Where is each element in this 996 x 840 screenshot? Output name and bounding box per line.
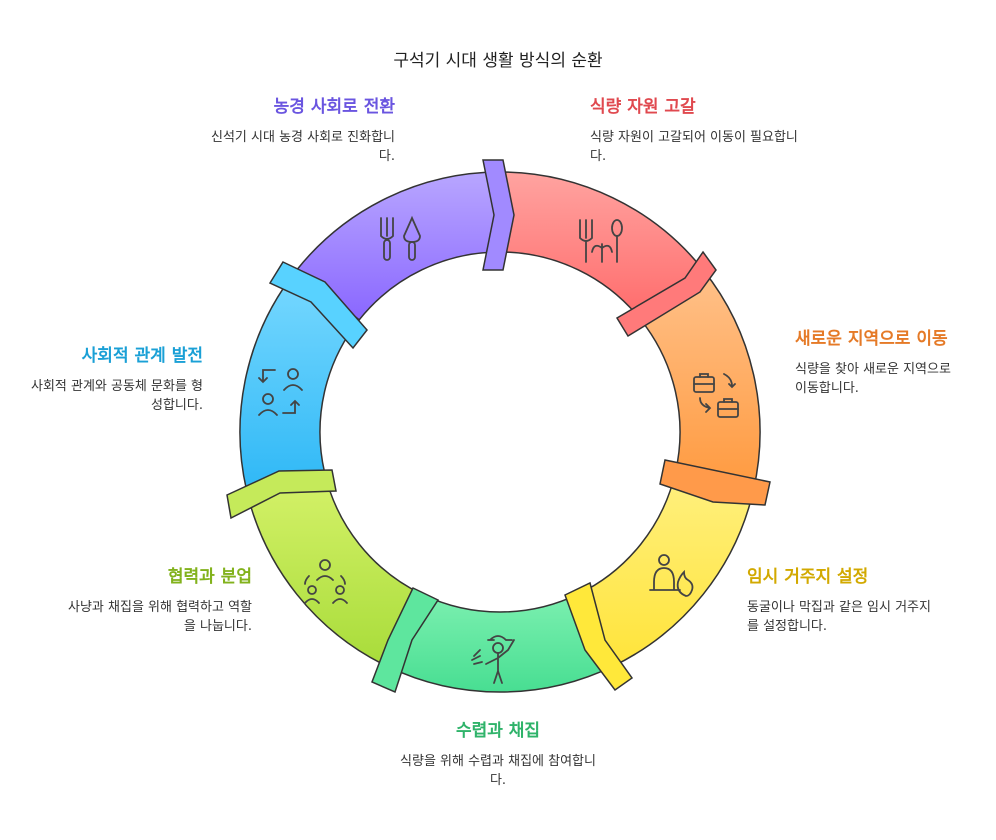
briefcase-swap-icon [693,373,739,418]
stage-heading: 농경 사회로 전환 [273,97,395,117]
stage-label-4: 수렵과 채집 식량을 위해 수렵과 채집에 참여합니다. [395,720,601,790]
stage-label-2: 새로운 지역으로 이동 식량을 찾아 새로운 지역으로 이동합니다. [795,328,955,398]
stage-description: 식량을 위해 수렵과 채집에 참여합니다. [400,754,596,788]
hunter-gatherer-icon [471,635,515,684]
connector-tab-top [482,159,515,271]
person-fire-icon [649,554,694,597]
stage-description: 신석기 시대 농경 사회로 진화합니다. [211,130,395,164]
stage-heading: 새로운 지역으로 이동 [795,329,948,349]
stage-heading: 협력과 분업 [167,567,252,587]
stage-description: 사냥과 채집을 위해 협력하고 역할을 나눕니다. [68,600,252,634]
connector-tab-lower-right [564,581,634,692]
team-cooperation-icon [304,559,348,604]
stage-heading: 임시 거주지 설정 [747,567,869,587]
stage-heading: 수렵과 채집 [455,721,541,741]
connector-tab-bottom-left [371,586,440,694]
stage-label-6: 사회적 관계 발전 사회적 관계와 공동체 문화를 형성합니다. [28,345,203,415]
stage-description: 동굴이나 막집과 같은 임시 거주지를 설정합니다. [747,600,931,634]
stage-label-7: 농경 사회로 전환 신석기 시대 농경 사회로 진화합니다. [200,96,395,166]
stage-description: 사회적 관계와 공동체 문화를 형성합니다. [30,379,203,413]
stage-label-1: 식량 자원 고갈 식량 자원이 고갈되어 이동이 필요합니다. [590,96,810,166]
diagram-title: 구석기 시대 생활 방식의 순환 [393,51,603,71]
people-exchange-icon [258,368,303,416]
stage-heading: 사회적 관계 발전 [81,346,203,366]
stage-label-3: 임시 거주지 설정 동굴이나 막집과 같은 임시 거주지를 설정합니다. [747,566,937,636]
stage-label-5: 협력과 분업 사냥과 채집을 위해 협력하고 역할을 나눕니다. [60,566,252,636]
fork-shovel-icon [380,215,421,261]
connector-tab-right [659,459,771,506]
stage-description: 식량을 찾아 새로운 지역으로 이동합니다. [795,362,951,396]
connector-tab-upper-right [615,250,717,338]
stage-description: 식량 자원이 고갈되어 이동이 필요합니다. [590,130,798,164]
fork-plant-spoon-icon [579,219,623,263]
connector-tab-left [226,469,337,520]
connector-tab-upper-left [268,261,368,350]
stage-heading: 식량 자원 고갈 [590,97,696,117]
